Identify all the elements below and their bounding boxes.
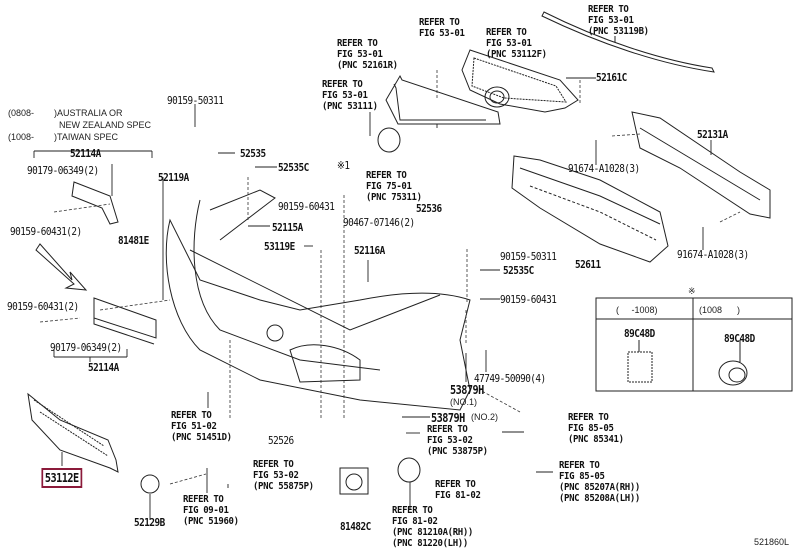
part-81482C[interactable]: 81482C [340,520,371,533]
ref-fig-53-01-pnc-52161R[interactable]: REFER TO FIG 53-01 (PNC 52161R) [337,38,398,71]
variant-table-col1-header: ( -1008) [616,305,658,315]
diagram-id: 521860L [754,537,790,547]
ref-fig-53-02-pnc-55875P[interactable]: REFER TO FIG 53-02 (PNC 55875P) [253,459,314,492]
cap-drawing [140,474,160,494]
grille-frame-drawing [385,74,501,125]
part-90159-60431-right[interactable]: 90159-60431 [500,293,557,306]
fog-lamp-drawing [397,457,421,483]
license-bracket-upper-drawing [71,181,119,225]
ref-fig-53-01[interactable]: REFER TO FIG 53-01 [419,17,465,39]
molding-strip-drawing [541,11,715,73]
ref-fig-81-02-pnc-81210A[interactable]: REFER TO FIG 81-02 (PNC 81210A(RH)) (PNC… [392,505,473,549]
ref-fig-85-05-pnc-85207A[interactable]: REFER TO FIG 85-05 (PNC 85207A(RH)) (PNC… [559,460,640,504]
ref-fig-53-01-pnc-53112F[interactable]: REFER TO FIG 53-01 (PNC 53112F) [486,27,547,60]
lower-grille-drawing [27,392,119,473]
variant-table-col2-header: (1008 ) [699,305,741,315]
part-53879H-no1[interactable]: 53879H [450,383,484,397]
part-90179-06349-bottom[interactable]: 90179-06349(2) [50,341,122,354]
ref-fig-75-01-pnc-75311[interactable]: REFER TO FIG 75-01 (PNC 75311) [366,170,422,203]
part-81481E[interactable]: 81481E [118,234,149,247]
part-52129B[interactable]: 52129B [134,516,165,529]
part-52116A[interactable]: 52116A [354,244,385,257]
ref-fig-53-01-pnc-53111[interactable]: REFER TO FIG 53-01 (PNC 53111) [322,79,378,112]
variant-table-mark: ※ [688,286,696,296]
part-91674-A1028-top[interactable]: 91674-A1028(3) [568,162,640,175]
ref-fig-53-02-pnc-53875P[interactable]: REFER TO FIG 53-02 (PNC 53875P) [427,424,488,457]
note-australia: )AUSTRALIA OR [54,108,123,118]
part-90159-50311-right[interactable]: 90159-50311 [500,250,557,263]
part-52536[interactable]: 52536 [416,202,442,215]
note-code-0808: (0808- [8,108,35,118]
part-53879H-no2-suffix: (NO.2) [471,412,498,422]
note-new-zealand: NEW ZEALAND SPEC [59,120,152,130]
ref-fig-53-01-pnc-53119B[interactable]: REFER TO FIG 53-01 (PNC 53119B) [588,4,649,37]
license-bracket-drawing [93,297,157,345]
energy-absorber-drawing [511,155,669,263]
part-53879H-no2[interactable]: 53879H [431,411,465,425]
part-52535C-right[interactable]: 52535C [503,264,534,277]
ref-fig-51-02-pnc-51451D[interactable]: REFER TO FIG 51-02 (PNC 51451D) [171,410,232,443]
part-52114A-top[interactable]: 52114A [70,147,101,160]
bumper-reinforcement-drawing [631,111,771,219]
part-90159-60431-left-bottom[interactable]: 90159-60431(2) [7,300,79,313]
bezel-drawing [339,467,369,495]
part-90467-07146[interactable]: 90467-07146(2) [343,216,415,229]
part-90159-60431-mid[interactable]: 90159-60431 [278,200,335,213]
part-52535C-top[interactable]: 52535C [278,161,309,174]
part-90179-06349-top[interactable]: 90179-06349(2) [27,164,99,177]
bumper-cover-drawing [165,189,471,411]
part-52526[interactable]: 52526 [268,434,294,447]
part-91674-A1028-bottom[interactable]: 91674-A1028(3) [677,248,749,261]
part-53112E-highlighted[interactable]: 53112E [41,468,83,488]
upper-grille-drawing [461,49,579,113]
note-code-1008: (1008- [8,132,35,142]
part-52131A[interactable]: 52131A [697,128,728,141]
part-52611[interactable]: 52611 [575,258,601,271]
variant-table-frame [595,297,793,392]
part-53879H-no1-suffix: (NO.1) [450,397,477,407]
part-90159-60431-left-top[interactable]: 90159-60431(2) [10,225,82,238]
part-53119E[interactable]: 53119E [264,240,295,253]
part-90159-50311-top[interactable]: 90159-50311 [167,94,224,107]
part-52535[interactable]: 52535 [240,147,266,160]
part-52119A[interactable]: 52119A [158,171,189,184]
variant-mark-1: ※1 [337,159,350,172]
part-52161C[interactable]: 52161C [596,71,627,84]
note-taiwan: )TAIWAN SPEC [54,132,119,142]
variant-part-89C48D-new[interactable]: 89C48D [724,332,755,345]
direction-arrow [35,243,88,291]
ref-fig-85-05-pnc-85341[interactable]: REFER TO FIG 85-05 (PNC 85341) [568,412,624,445]
part-52114A-bottom[interactable]: 52114A [88,361,119,374]
part-52115A[interactable]: 52115A [272,221,303,234]
variant-part-89C48D-old[interactable]: 89C48D [624,327,655,340]
part-47749-50090[interactable]: 47749-50090(4) [474,372,546,385]
ref-fig-09-01-pnc-51960[interactable]: REFER TO FIG 09-01 (PNC 51960) [183,494,239,527]
ref-fig-81-02[interactable]: REFER TO FIG 81-02 [435,479,481,501]
